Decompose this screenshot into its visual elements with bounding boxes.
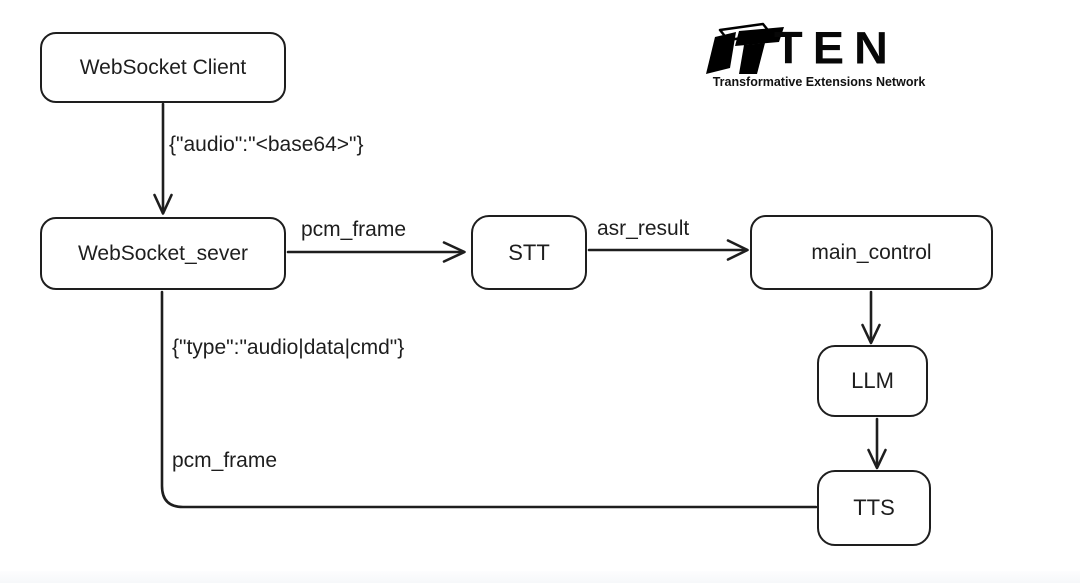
ten-logo-tagline: Transformative Extensions Network — [712, 75, 926, 89]
arrowhead-client-to-server-icon — [153, 193, 173, 215]
ten-logo-glyph-icon — [706, 22, 784, 74]
edge-server-to-tts — [160, 290, 818, 509]
ten-logo: TEN Transformative Extensions Network — [700, 16, 938, 92]
node-main-control: main_control — [750, 215, 993, 290]
node-tts: TTS — [817, 470, 931, 546]
node-websocket-sever: WebSocket_sever — [40, 217, 286, 290]
arrowhead-server-to-stt-icon — [442, 241, 466, 263]
ten-logo-wordmark: TEN — [774, 22, 898, 74]
arrowhead-main-to-llm-icon — [861, 323, 881, 345]
edge-label-type-json: {"type":"audio|data|cmd"} — [172, 336, 405, 359]
arrowhead-stt-to-main-icon — [726, 239, 749, 261]
node-websocket-client: WebSocket Client — [40, 32, 286, 103]
edge-label-pcm-frame-bottom: pcm_frame — [172, 449, 278, 472]
arrowhead-llm-to-tts-icon — [867, 448, 887, 470]
edge-label-pcm-frame-top: pcm_frame — [301, 218, 407, 241]
node-stt: STT — [471, 215, 587, 290]
node-llm: LLM — [817, 345, 928, 417]
edge-label-audio-json: {"audio":"<base64>"} — [169, 133, 364, 156]
edge-label-asr-result: asr_result — [597, 217, 690, 240]
page-bottom-edge — [0, 571, 1080, 583]
